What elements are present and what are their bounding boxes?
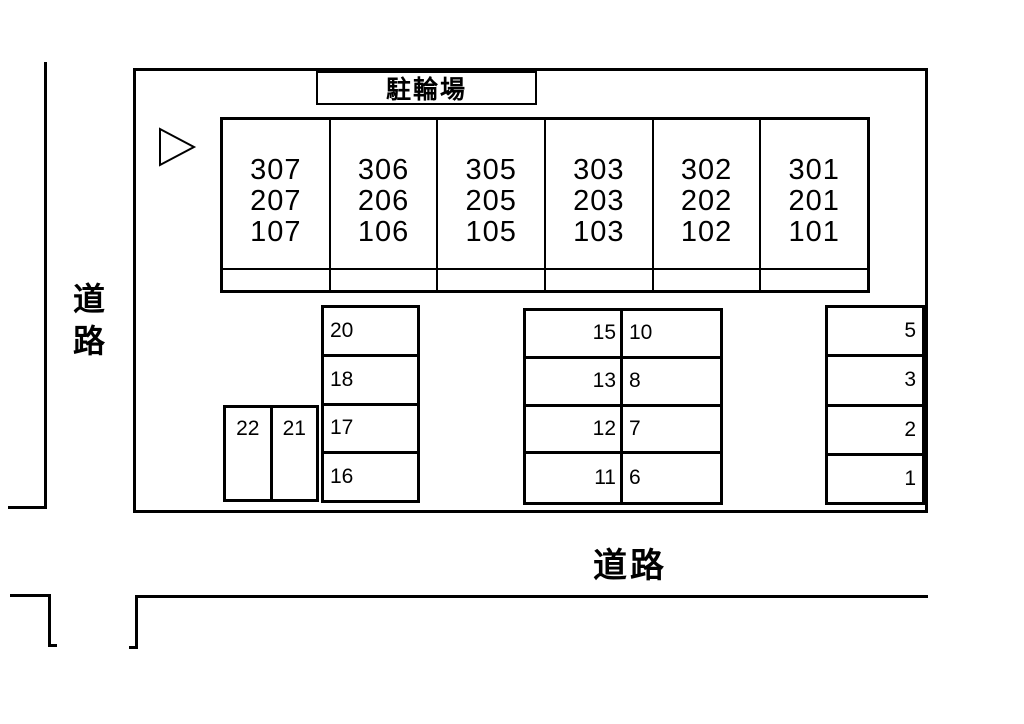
building-unit: 307 207 107	[223, 120, 331, 290]
unit-number: 105	[465, 215, 517, 248]
unit-number: 303	[573, 153, 625, 186]
unit-numbers: 302 202 102	[654, 120, 760, 268]
unit-number: 301	[788, 153, 840, 186]
building-block: 307 207 107 306 206 106 305 205 105	[220, 117, 870, 293]
parking-space-21: 21	[282, 417, 306, 440]
road-line-left-bottom	[8, 506, 47, 509]
unit-number: 207	[250, 184, 302, 217]
unit-number: 201	[788, 184, 840, 217]
parking-space-20: 20	[324, 308, 417, 357]
parking-space-7: 7	[623, 407, 720, 455]
unit-number: 202	[680, 184, 733, 217]
parking-space-2: 2	[828, 407, 922, 456]
road-corner-left-horizontal	[10, 594, 51, 597]
unit-number: 206	[357, 184, 410, 217]
unit-number: 103	[573, 215, 625, 248]
site-boundary	[133, 68, 928, 513]
parking-space-15: 15	[526, 311, 623, 359]
unit-numbers: 306 206 106	[331, 120, 437, 268]
road-corner-mid-foot	[129, 646, 138, 649]
road-line-bottom	[135, 595, 928, 598]
unit-number: 102	[680, 215, 733, 248]
unit-number: 306	[357, 153, 410, 186]
parking-space-16: 16	[330, 465, 354, 489]
parking-space-11: 11	[526, 454, 623, 502]
parking-space-6: 6	[629, 466, 641, 490]
parking-left-stack: 20 18 17 16	[321, 305, 420, 503]
parking-space-3: 3	[828, 357, 922, 407]
parking-space-1: 1	[904, 466, 916, 490]
road-label-left: 道路	[69, 282, 105, 366]
parking-middle-cluster: 15 10 13 8 12 7 11 6	[523, 308, 723, 505]
bicycle-parking-label: 駐輪場	[385, 76, 467, 104]
road-corner-left-foot	[48, 644, 57, 647]
unit-entrance-strip	[223, 268, 329, 290]
unit-number: 302	[680, 153, 733, 186]
unit-numbers: 301 201 101	[761, 120, 867, 268]
parking-space-22: 22	[226, 408, 273, 499]
parking-space-13: 13	[526, 358, 623, 407]
parking-left-pair: 22 21	[223, 405, 319, 502]
unit-number: 205	[465, 184, 517, 217]
unit-entrance-strip	[438, 268, 545, 290]
building-unit: 305 205 105	[438, 120, 547, 290]
building-unit: 303 203 103	[546, 120, 654, 290]
unit-entrance-strip	[546, 268, 652, 290]
unit-number: 203	[573, 184, 625, 217]
parking-space-18: 18	[324, 357, 417, 406]
parking-right-stack: 5 3 2 1	[825, 305, 925, 505]
parking-space-17: 17	[324, 406, 417, 455]
road-corner-left-vertical	[48, 594, 51, 647]
parking-space-10: 10	[623, 311, 720, 359]
unit-number: 307	[250, 153, 302, 186]
road-line-left-vertical	[44, 62, 47, 508]
building-unit: 302 202 102	[653, 120, 762, 290]
building-unit: 301 201 101	[761, 120, 868, 290]
unit-number: 101	[788, 215, 840, 248]
unit-numbers: 307 207 107	[223, 120, 329, 268]
unit-number: 106	[357, 215, 410, 248]
road-label-bottom: 道路	[593, 547, 667, 585]
unit-numbers: 303 203 103	[546, 120, 652, 268]
parking-space-5: 5	[828, 308, 922, 358]
parking-space-12: 12	[526, 406, 623, 455]
parking-space-8: 8	[623, 359, 720, 407]
building-unit: 306 206 106	[330, 120, 439, 290]
road-corner-mid-vertical	[135, 595, 138, 649]
unit-number: 305	[465, 153, 517, 186]
unit-entrance-strip	[330, 268, 437, 290]
unit-number: 107	[250, 215, 302, 248]
bicycle-parking-box: 駐輪場	[316, 71, 537, 105]
unit-entrance-strip	[653, 268, 760, 290]
unit-entrance-strip	[761, 268, 868, 290]
unit-numbers: 305 205 105	[438, 120, 544, 268]
direction-triangle-icon	[159, 127, 197, 167]
